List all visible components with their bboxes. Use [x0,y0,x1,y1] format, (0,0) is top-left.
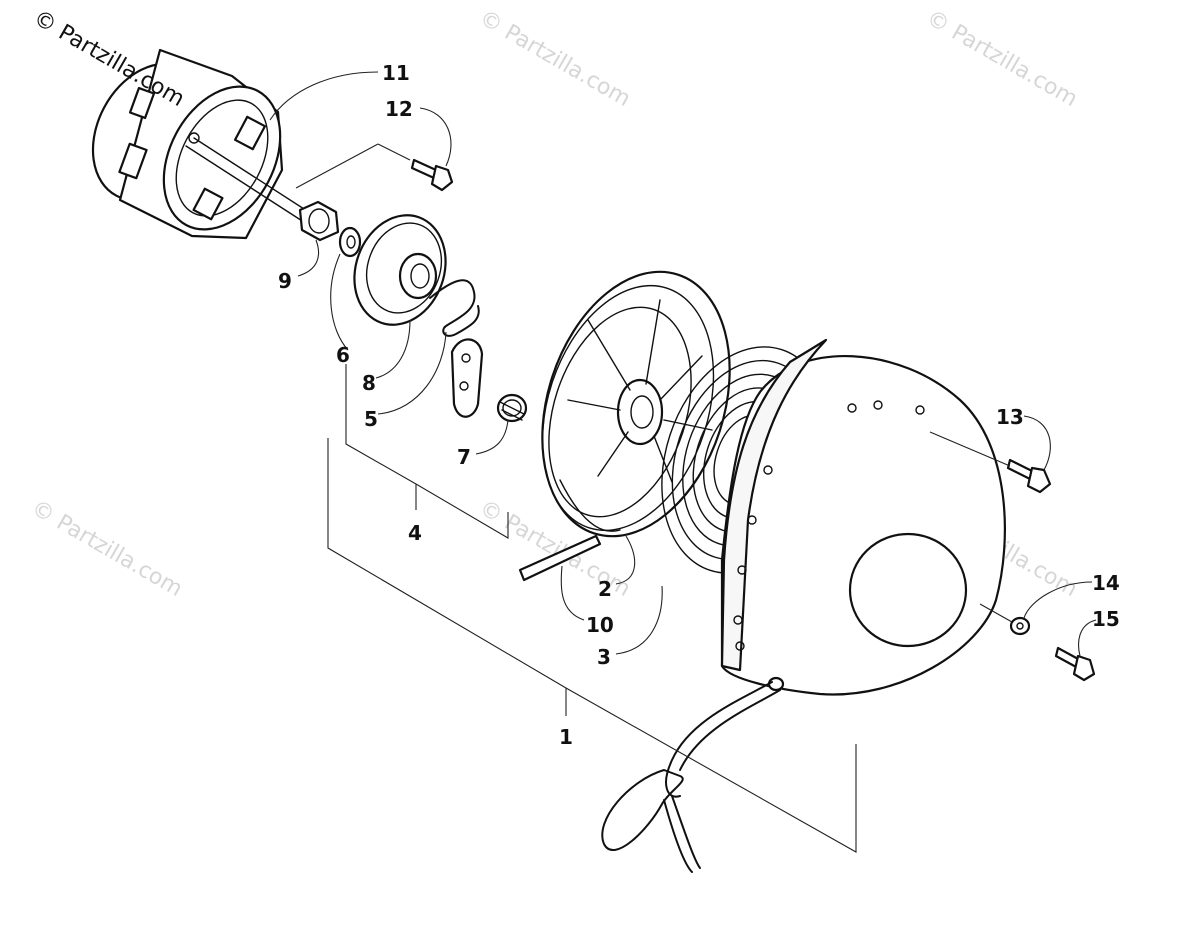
pawl-spring [496,393,528,423]
pulley-cup [91,48,284,240]
callout-1: 1 [559,725,573,749]
callout-7: 7 [457,445,471,469]
callout-8: 8 [362,371,376,395]
starter-housing [720,338,1006,696]
ratchet-pawl [450,338,484,418]
callout-9: 9 [278,269,292,293]
callout-14: 14 [1092,571,1120,595]
handle-rope [601,681,781,873]
hex-nut [298,200,340,242]
housing-bolt-15 [1054,646,1096,682]
callout-15: 15 [1092,607,1120,631]
housing-bolt-13 [1006,458,1052,494]
leader-lines [269,71,1097,853]
lock-washer [1009,616,1031,636]
callout-6: 6 [336,343,350,367]
washer [338,226,362,258]
callout-4: 4 [408,521,422,545]
callout-12: 12 [385,97,413,121]
cup-bolt [410,158,454,192]
watermark-tile: © Partzilla.com [27,496,187,603]
callout-labels: 1 2 3 4 5 6 7 8 9 10 11 12 13 14 15 [278,61,1120,749]
callout-5: 5 [364,407,378,431]
return-spring [429,279,480,337]
callout-2: 2 [598,577,612,601]
callout-10: 10 [586,613,614,637]
friction-plate [353,214,447,326]
watermark-tile: © Partzilla.com [475,6,635,113]
callout-3: 3 [597,645,611,669]
callout-11: 11 [382,61,410,85]
watermark-tile: © Partzilla.com [922,6,1082,113]
rope-tail [518,534,602,582]
housing-holes [733,400,925,651]
callout-13: 13 [996,405,1024,429]
